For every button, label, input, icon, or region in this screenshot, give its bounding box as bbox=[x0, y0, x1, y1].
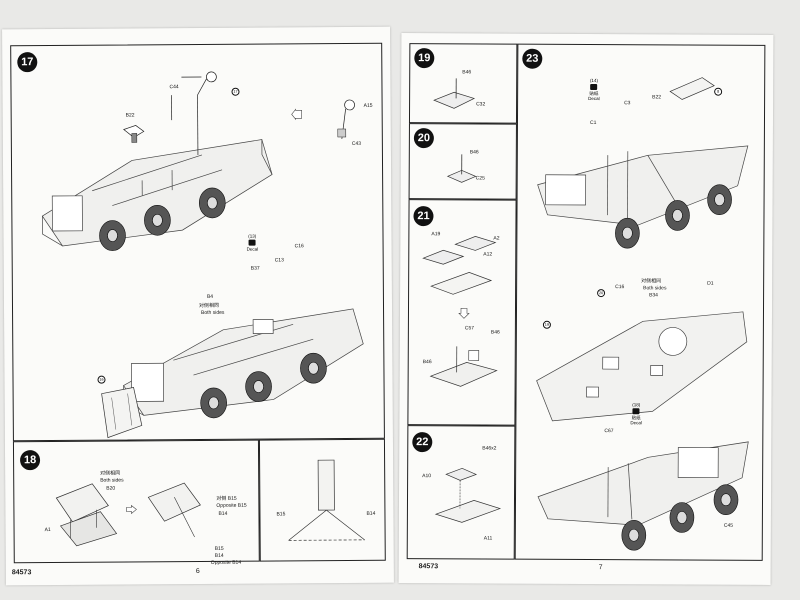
opposite-cn-b15: 对侧 B15 bbox=[216, 495, 237, 502]
opposite-b15-label: Opposite B15 bbox=[216, 502, 247, 509]
rear-panel-part-diagram bbox=[669, 77, 715, 100]
right-page-number: 7 bbox=[598, 564, 603, 572]
decal-14-indicator: (14) 贴纸 Decal bbox=[588, 78, 600, 102]
decal-icon bbox=[248, 239, 256, 246]
vehicle-hull-diagram-step23-lower bbox=[537, 441, 749, 551]
decal-icon-14 bbox=[590, 83, 598, 90]
detail-label-b14: B14 bbox=[366, 510, 376, 517]
part-label-b14: B14 bbox=[218, 510, 228, 517]
vehicle-hull-diagram-lower bbox=[123, 308, 364, 419]
step-17-badge: 17 bbox=[17, 52, 38, 73]
part-label-b46-21a: B46 bbox=[490, 329, 500, 336]
part-label-b22-23: B22 bbox=[652, 94, 662, 101]
part-label-c3: C3 bbox=[624, 100, 631, 107]
part-label-a1: A1 bbox=[44, 527, 51, 534]
step-17-panel: 17 bbox=[10, 42, 385, 442]
part-label-c16-23: C16 bbox=[615, 284, 625, 291]
left-page-number: 6 bbox=[195, 567, 200, 576]
part-label-d1: D1 bbox=[707, 280, 714, 287]
step-22-panel: 22 B46x2 A10 A11 bbox=[406, 425, 516, 560]
step-22-part-diagram bbox=[434, 467, 502, 523]
step-19-badge: 19 bbox=[414, 48, 435, 69]
part-label-b22: B22 bbox=[125, 112, 135, 119]
decal-13-indicator: (13) Decal bbox=[246, 234, 259, 253]
side-panel-assembled-diagram bbox=[147, 482, 201, 538]
right-instruction-page: 19 B46 C32 20 B46 C25 21 A19 A2 A12 C57 bbox=[398, 33, 774, 585]
part-label-a15: A15 bbox=[363, 102, 373, 109]
callout-17: 17 bbox=[231, 87, 240, 96]
antenna-mount-icon bbox=[337, 99, 355, 140]
periscope-part-diagram bbox=[171, 71, 217, 155]
step-18-detail-panel: B15 B14 bbox=[258, 438, 386, 562]
step-23-panel: 23 (14) 贴纸 Decal C3 C1 B22 8 bbox=[514, 43, 766, 561]
step-21-assembled-diagram bbox=[429, 346, 498, 387]
left-instruction-page: 17 bbox=[2, 26, 394, 586]
part-label-b15: B15 bbox=[214, 545, 224, 552]
step-18-flow-arrow-icon bbox=[126, 504, 137, 515]
part-label-c57: C57 bbox=[464, 325, 475, 332]
detail-label-b15: B15 bbox=[276, 511, 286, 518]
hatch-part-icon bbox=[123, 125, 145, 143]
part-label-b46x2: B46x2 bbox=[482, 445, 497, 452]
step-20-panel: 20 B46 C25 bbox=[408, 123, 517, 200]
rear-door-part-diagram bbox=[101, 387, 143, 439]
callout-16: 16 bbox=[97, 375, 106, 384]
left-footer-code: 84573 bbox=[11, 569, 32, 577]
both-sides-cn-18: 对侧相同 bbox=[100, 470, 121, 477]
step-21-down-arrow-icon bbox=[458, 308, 470, 319]
side-panel-part-diagram bbox=[55, 483, 118, 547]
step-19-panel: 19 B46 C32 bbox=[408, 43, 518, 124]
both-sides-cn-23: 对侧相同 bbox=[641, 278, 662, 285]
decal-13-label: Decal bbox=[246, 246, 259, 252]
step-20-badge: 20 bbox=[413, 128, 434, 149]
step-20-part-diagram bbox=[446, 154, 477, 183]
step-18-panel: 18 对侧相同 Both sides B20 A1 对侧 B15 Opposit… bbox=[12, 439, 260, 566]
part-label-b14-b: B14 bbox=[214, 552, 224, 559]
opposite-b14-label: Opposite B14 bbox=[210, 559, 242, 566]
step-19-part-diagram bbox=[433, 78, 476, 109]
vehicle-hull-diagram-upper bbox=[41, 139, 273, 251]
decal-14-en: Decal bbox=[588, 95, 600, 101]
step-18-badge: 18 bbox=[20, 450, 41, 471]
step-flow-arrow-icon bbox=[291, 108, 302, 121]
upper-deck-diagram bbox=[536, 311, 748, 422]
step-21-exploded-diagram bbox=[422, 236, 497, 295]
step-21-panel: 21 A19 A2 A12 C57 B46 B46 bbox=[407, 199, 517, 426]
step-22-badge: 22 bbox=[412, 432, 433, 453]
part-label-c13: C13 bbox=[274, 257, 284, 264]
step-21-badge: 21 bbox=[413, 206, 434, 227]
vehicle-hull-diagram-step23-upper bbox=[537, 145, 749, 249]
step-23-badge: 23 bbox=[522, 48, 543, 69]
part-label-c16: C16 bbox=[294, 243, 304, 250]
part-label-c44: C44 bbox=[169, 84, 179, 91]
right-footer-code: 84573 bbox=[418, 563, 439, 571]
tow-bar-detail-diagram bbox=[288, 459, 365, 541]
